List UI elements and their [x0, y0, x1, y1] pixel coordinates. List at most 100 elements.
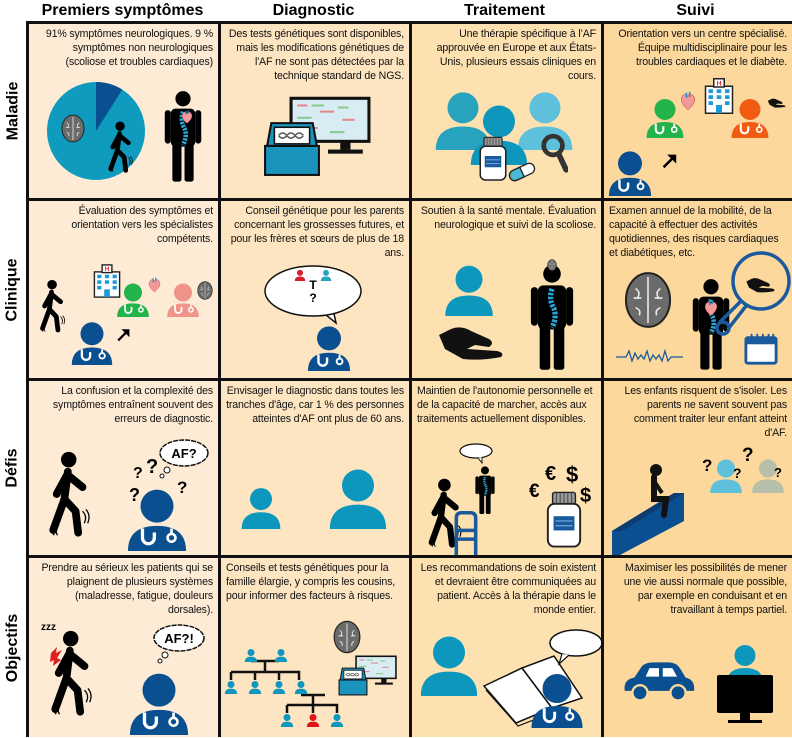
body-spine-icon	[531, 265, 573, 370]
family-member-icon	[274, 648, 288, 662]
cell-illustration: AF? ? ? ? ?	[29, 439, 209, 553]
row-label: Défis	[4, 448, 21, 488]
speech-bubble	[549, 629, 601, 666]
family-member-icon	[280, 713, 294, 727]
brain-scan-icon	[333, 620, 361, 654]
cell-text: Conseil génétique pour les parents conce…	[230, 205, 404, 259]
arrow-icon	[662, 154, 677, 169]
brain-icon	[61, 114, 85, 143]
cell-text: Les enfants risquent de s'isoler. Les pa…	[624, 385, 787, 439]
wall-icon	[612, 493, 684, 555]
body-icon	[693, 279, 729, 369]
matrix-grid: 91% symptômes neurologiques. 9 % symptôm…	[26, 21, 792, 737]
thought-cloud	[159, 439, 209, 479]
cell-clinique-suivi: Examen annuel de la mobilité, de la capa…	[604, 201, 792, 378]
cell-defis-diagnostic: Envisager le diagnostic dans toutes les …	[221, 381, 409, 555]
cell-text: Examen annuel de la mobilité, de la capa…	[609, 205, 779, 259]
cell-illustration: T ?	[264, 265, 362, 373]
supporting-hand-icon	[439, 327, 503, 360]
heart-icon	[148, 276, 161, 293]
cell-maladie-diagnostic: Des tests génétiques sont disponibles, m…	[221, 24, 409, 198]
cell-illustration	[623, 644, 773, 723]
hospital-icon	[93, 264, 121, 298]
cell-text: Conseils et tests génétiques pour la fam…	[226, 562, 396, 602]
car-icon	[623, 661, 696, 702]
brain-scan-icon	[624, 272, 672, 328]
patient-icon	[420, 636, 478, 696]
older-person-icon	[329, 469, 387, 529]
cell-clinique-traitement: Soutien à la santé mentale. Évaluation n…	[412, 201, 601, 378]
cell-illustration	[616, 251, 791, 378]
row-label: Clinique	[4, 257, 22, 322]
cell-maladie-premiers-symptomes: 91% symptômes neurologiques. 9 % symptôm…	[29, 24, 218, 198]
cell-clinique-diagnostic: Conseil génétique pour les parents conce…	[221, 201, 409, 378]
brain-icon	[197, 281, 213, 300]
row-header-defis: Défis	[0, 381, 26, 555]
euro-icon: €	[529, 481, 540, 502]
hand-icon	[767, 98, 786, 108]
cell-text: Maximiser les possibilités de mener une …	[623, 562, 787, 616]
question-mark: ?	[129, 485, 140, 505]
young-person-icon	[241, 488, 281, 529]
row-label: Objectifs	[4, 613, 21, 682]
thought-text: AF?!	[164, 631, 194, 646]
dna-sequencer-icon	[338, 667, 368, 696]
doctor-icon	[306, 324, 352, 373]
walking-frame-icon	[454, 511, 478, 555]
dollar-icon: $	[580, 485, 591, 507]
row-header-objectifs: Objectifs	[0, 558, 26, 737]
family-member-icon	[244, 648, 258, 662]
cell-illustration	[47, 81, 218, 198]
walking-person-icon	[42, 280, 65, 332]
cardiologist-doctor-icon	[116, 282, 150, 317]
cell-maladie-traitement: Une thérapie spécifique à l’AF approuvée…	[412, 24, 601, 198]
calendar-icon	[744, 332, 778, 365]
neurologist-doctor-icon	[166, 282, 200, 317]
isolated-child-icon	[650, 464, 670, 518]
cell-text: Orientation vers un centre spécialisé. É…	[618, 28, 787, 68]
family-member-icon	[294, 680, 308, 694]
body-spine-icon	[165, 91, 201, 181]
cell-text: Prendre au sérieux les patients qui se p…	[41, 562, 213, 616]
person-icon	[435, 92, 491, 150]
cell-text: Soutien à la santé mentale. Évaluation n…	[420, 205, 596, 231]
cell-clinique-premiers-symptomes: Évaluation des symptômes et orientation …	[29, 201, 218, 378]
column-header-traitement: Traitement	[464, 2, 545, 19]
walking-person-icon	[55, 631, 91, 714]
cell-illustration	[224, 620, 397, 727]
medicine-bottle-icon	[479, 136, 507, 181]
cell-objectifs-suivi: Maximiser les possibilités de mener une …	[604, 558, 792, 737]
family-pedigree	[224, 648, 344, 727]
row-header-clinique: Clinique	[0, 201, 26, 378]
endocrinologist-doctor-icon	[730, 97, 770, 138]
ecg-line-icon	[616, 348, 683, 364]
doctor-icon	[70, 321, 114, 365]
cell-objectifs-premiers-symptomes: Prendre au sérieux les patients qui se p…	[29, 558, 218, 737]
cell-text: Maintien de l'autonomie personnelle et d…	[417, 385, 593, 425]
column-header-premiers-symptomes: Premiers symptômes	[41, 2, 204, 19]
column-header-suivi: Suivi	[676, 2, 715, 19]
question-mark: ?	[133, 465, 143, 482]
thought-text: AF?	[171, 446, 196, 461]
family-member-icon	[224, 680, 238, 694]
thought-cloud	[153, 624, 205, 664]
walking-person-icon	[53, 452, 89, 535]
cell-defis-suivi: Les enfants risquent de s'isoler. Les pa…	[604, 381, 792, 555]
brain-icon	[547, 259, 557, 271]
cell-text: 91% symptômes neurologiques. 9 % symptôm…	[45, 28, 213, 68]
cell-objectifs-diagnostic: Conseils et tests génétiques pour la fam…	[221, 558, 409, 737]
hospital-icon	[704, 77, 734, 115]
cell-maladie-suivi: Orientation vers un centre spécialisé. É…	[604, 24, 792, 198]
doctor-icon	[128, 671, 190, 737]
question-mark: ?	[146, 456, 158, 478]
question-mark: ?	[702, 456, 712, 475]
cell-text: Les recommandations de soin existent et …	[420, 562, 597, 616]
question-mark: ?	[733, 465, 742, 481]
question-mark: ?	[309, 291, 316, 305]
question-mark: ?	[177, 478, 187, 497]
magnify-loop-icon	[715, 251, 791, 336]
cell-defis-traitement: Maintien de l'autonomie personnelle et d…	[412, 381, 601, 555]
cell-illustration: € € $ $	[412, 443, 591, 555]
arrow-icon	[117, 329, 130, 342]
cell-illustration: zzz AF?!	[41, 622, 205, 737]
